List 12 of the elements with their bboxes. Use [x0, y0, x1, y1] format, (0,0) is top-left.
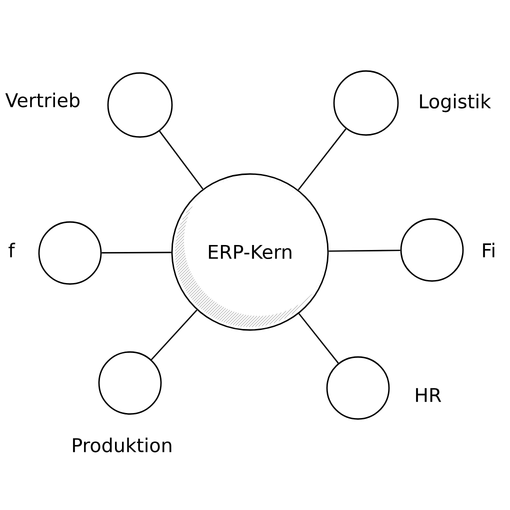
- connector: [328, 250, 400, 252]
- label: Produktion: [73, 438, 172, 452]
- connector: [150, 310, 198, 360]
- label: HR: [416, 388, 442, 402]
- connector: [159, 130, 204, 190]
- label: Logistik: [420, 94, 492, 112]
- label: f: [8, 242, 16, 258]
- label: Vertrieb: [5, 92, 80, 108]
- connector: [298, 128, 346, 190]
- connector: [298, 313, 339, 364]
- connector: [102, 252, 172, 254]
- label: Fi: [483, 242, 494, 258]
